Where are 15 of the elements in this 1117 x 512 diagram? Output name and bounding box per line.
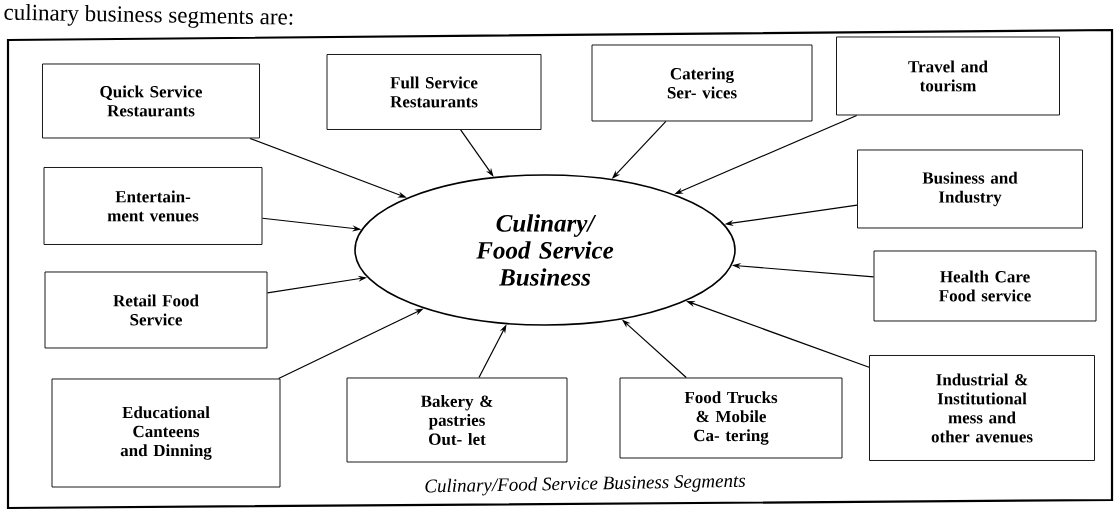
segment-box: Industrial & Institutional mess and other avenues <box>869 355 1095 461</box>
segment-box: Quick Service Restaurants <box>42 63 260 139</box>
segment-box: Entertain- ment venues <box>43 167 263 245</box>
segment-box: Business and Industry <box>857 149 1083 229</box>
segment-box: Health Care Food service <box>873 250 1097 322</box>
caption: Culinary/Food Service Business Segments <box>425 475 746 496</box>
segment-box: Full Service Restaurants <box>326 54 542 130</box>
segment-box: Food Trucks & Mobile Ca- tering <box>619 377 843 459</box>
segment-box: Retail Food Service <box>44 271 268 349</box>
intro-text: culinary business segments are: <box>4 4 293 28</box>
segment-box: Catering Ser- vices <box>591 44 813 122</box>
arrow <box>460 129 494 177</box>
segment-box: Educational Canteens and Dinning <box>51 378 281 488</box>
segment-box: Bakery & pastries Out- let <box>346 377 568 463</box>
segment-box: Travel and tourism <box>836 36 1060 116</box>
